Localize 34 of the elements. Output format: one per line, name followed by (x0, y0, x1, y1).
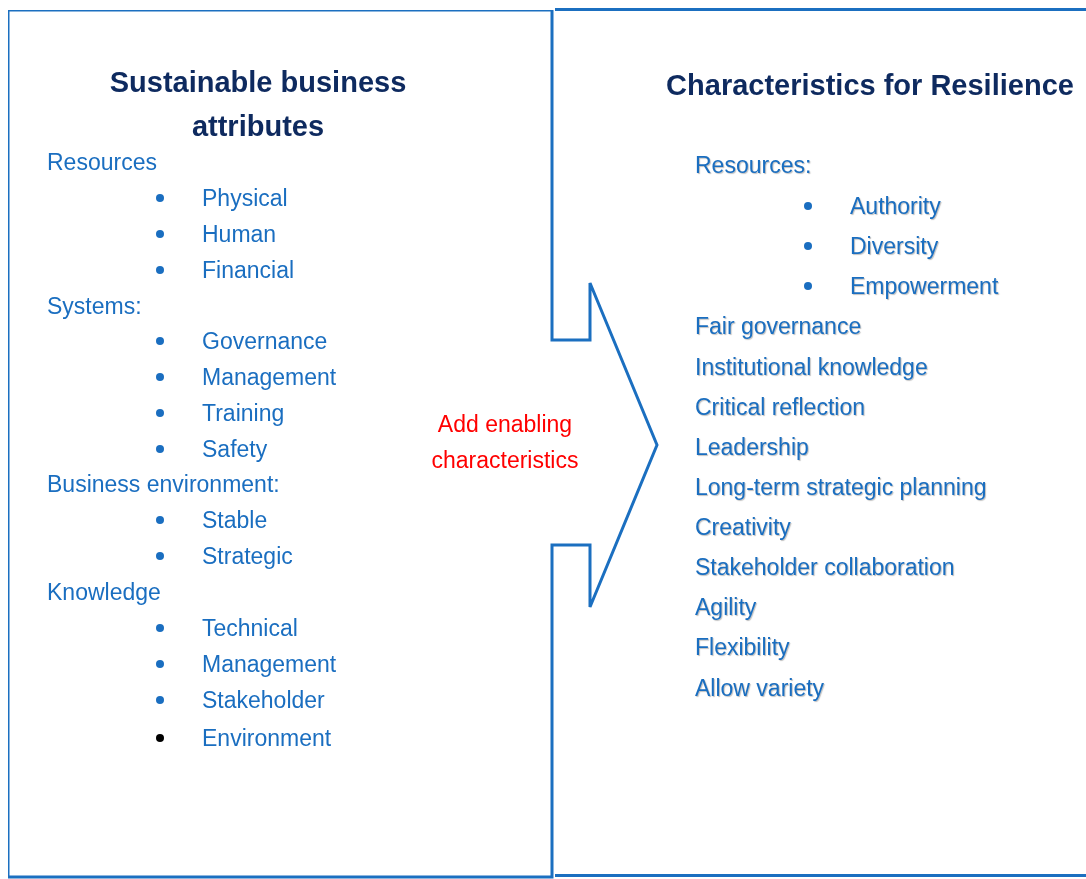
list-item: Strategic (202, 542, 293, 570)
list-item: Stakeholder collaboration (695, 553, 955, 581)
list-item: Financial (202, 256, 295, 284)
list-item: Management (202, 650, 337, 678)
list-item: Physical (202, 184, 288, 212)
list-item: Institutional knowledge (695, 353, 928, 381)
group-heading: Business environment: (47, 470, 280, 498)
group-heading: Resources (47, 148, 157, 176)
list-item: Creativity (695, 513, 791, 541)
list-item: Environment (202, 724, 332, 752)
list-item: Stable (202, 506, 268, 534)
list-item: Flexibility (695, 633, 790, 661)
list-item: Agility (695, 593, 757, 621)
panel-title: Characteristics for Resilience (665, 68, 1075, 103)
group-heading: Systems: (47, 292, 142, 320)
list-item: Training (202, 399, 285, 427)
list-item: Diversity (850, 232, 939, 260)
list-item: Leadership (695, 433, 809, 461)
list-item: Authority (850, 192, 941, 220)
group-heading: Knowledge (47, 578, 161, 606)
list-item: Long-term strategic planning (695, 473, 987, 501)
list-item: Allow variety (695, 674, 825, 702)
list-item: Management (202, 363, 337, 391)
list-item: Critical reflection (695, 393, 865, 421)
list-item: Human (202, 220, 277, 248)
arrow-label: Add enabling characteristics (430, 410, 580, 475)
list-item: Empowerment (850, 272, 999, 300)
list-item: Stakeholder (202, 686, 325, 714)
list-item: Fair governance (695, 312, 862, 340)
group-heading: Resources: (695, 151, 812, 179)
panel-title: Sustainable business attributes (108, 65, 408, 144)
list-item: Technical (202, 614, 298, 642)
list-item: Governance (202, 327, 328, 355)
list-item: Safety (202, 435, 268, 463)
